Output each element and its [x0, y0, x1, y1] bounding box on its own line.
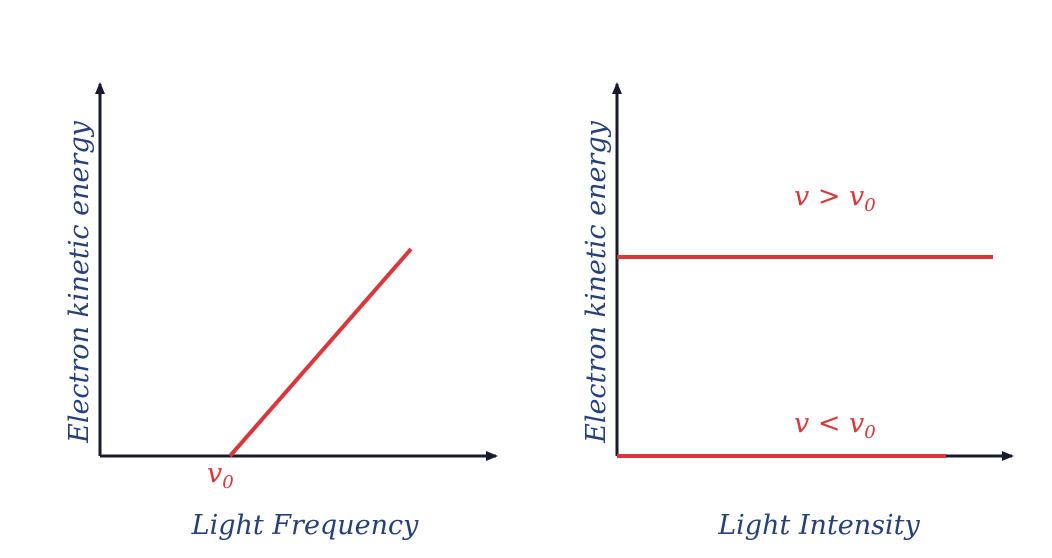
- intensity-panel: Electron kinetic energy Light Intensity …: [581, 82, 1014, 541]
- below-threshold-label: v < v0: [794, 408, 876, 443]
- above-threshold-subscript: 0: [864, 195, 875, 216]
- below-threshold-subscript: 0: [864, 422, 875, 443]
- above-threshold-label: v > v0: [794, 181, 876, 216]
- threshold-frequency-subscript: 0: [222, 472, 233, 493]
- frequency-panel-ylabel: Electron kinetic energy: [64, 120, 95, 444]
- frequency-panel-xlabel: Light Frequency: [191, 510, 419, 541]
- kinetic-energy-vs-frequency-line: [228, 247, 413, 458]
- threshold-frequency-label: v0: [207, 458, 234, 493]
- above-threshold-text: v > v: [794, 181, 864, 212]
- frequency-panel: Electron kinetic energy Light Frequency …: [64, 82, 498, 541]
- intensity-panel-ylabel: Electron kinetic energy: [581, 120, 612, 444]
- threshold-frequency-symbol: v: [207, 458, 222, 489]
- below-threshold-text: v < v: [794, 408, 864, 439]
- intensity-panel-xlabel: Light Intensity: [717, 510, 920, 541]
